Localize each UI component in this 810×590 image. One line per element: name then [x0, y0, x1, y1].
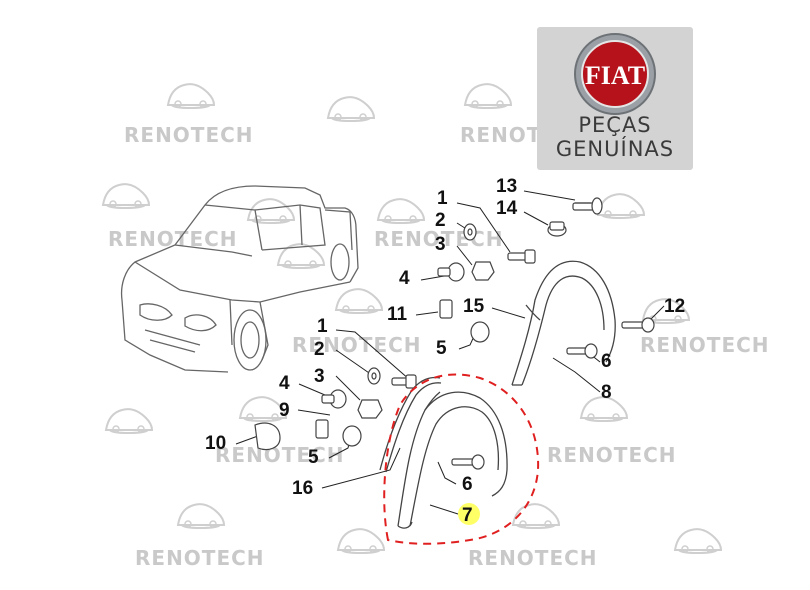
callout-label: 11: [387, 304, 408, 325]
highlight-marker: [458, 503, 480, 525]
watermark-text: RENOTECH: [374, 227, 504, 251]
callout-labels: 13 14 1 2 3 4 11 15 5 12 6 8 1 2 4 3 9 1…: [205, 176, 685, 526]
fasteners: [254, 197, 655, 470]
watermark-car-icon: [377, 198, 425, 224]
watermark-car-icon: [177, 503, 225, 529]
watermark-car-icon: [464, 83, 512, 109]
callout-label: 3: [435, 234, 446, 255]
highlighted-callout-label: 7: [462, 505, 473, 526]
wheel-arch-trim-7: [397, 391, 508, 529]
fender-liner-8: [511, 260, 616, 386]
bolt-1-icon: [391, 374, 417, 389]
callout-label: 15: [463, 296, 485, 317]
callout-label: 12: [664, 296, 685, 317]
callout-label: 5: [308, 447, 319, 468]
callout-label: 6: [601, 351, 612, 372]
callout-label: 4: [399, 268, 410, 289]
watermark-car-icon: [674, 528, 722, 554]
clip-10-icon: [254, 422, 281, 451]
watermark-car-icon: [335, 288, 383, 314]
clip-11-icon: [439, 299, 453, 319]
watermark-car-icon: [327, 96, 375, 122]
highlight-outline: [383, 373, 540, 545]
callout-label: 5: [436, 338, 447, 359]
watermark-text: RENOTECH: [215, 443, 345, 467]
brand-tagline-line1: PEÇAS: [578, 113, 652, 137]
watermark-car-icon: [105, 408, 153, 434]
callout-label: 1: [317, 316, 328, 337]
screw-12-icon: [621, 317, 655, 333]
plug-5-icon: [342, 425, 362, 447]
nut-3-icon: [471, 261, 495, 281]
washer-2-icon: [463, 223, 477, 241]
bolt-1-icon: [507, 249, 536, 264]
callout-label: 4: [279, 373, 290, 394]
watermark-text: RENOTECH: [124, 123, 254, 147]
clip-14-icon: [547, 221, 567, 237]
callout-label: 10: [205, 433, 226, 454]
callout-label: 6: [462, 474, 473, 495]
watermark-text: RENOTECH: [108, 227, 238, 251]
clip-9-icon: [315, 419, 329, 439]
callout-label: 14: [496, 198, 518, 219]
watermark-text: RENOTECH: [135, 546, 265, 570]
watermark-car-icon: [337, 528, 385, 554]
screw-6-icon: [566, 343, 598, 359]
washer-2-icon: [367, 367, 381, 385]
callout-label: 1: [437, 188, 448, 209]
screw-13-icon: [572, 197, 603, 215]
watermark-car-icon: [167, 83, 215, 109]
callout-label: 13: [496, 176, 517, 197]
watermark-text: RENOTECH: [292, 333, 422, 357]
callout-label: 9: [279, 400, 290, 421]
nut-3-icon: [357, 399, 383, 419]
vehicle-illustration: [120, 185, 359, 373]
watermark-text: RENOTECH: [547, 443, 677, 467]
callout-label: 16: [292, 478, 313, 499]
watermark-text: RENOTECH: [640, 333, 770, 357]
leader-lines: [235, 190, 665, 515]
callout-label: 2: [314, 339, 325, 360]
callout-label: 2: [435, 210, 446, 231]
push-pin-4-icon: [321, 389, 347, 409]
watermark-car-icon: [102, 183, 150, 209]
brand-tagline-line2: GENUÍNAS: [555, 137, 675, 161]
fiat-logo-icon: FIAT: [574, 33, 656, 115]
plug-5-icon: [470, 321, 490, 343]
callout-label: 8: [601, 382, 612, 403]
fiat-logo-text: FIAT: [585, 61, 645, 90]
watermark-car-icon: [512, 503, 560, 529]
screw-6-icon: [451, 454, 485, 470]
watermark-car-icon: [597, 193, 645, 219]
callout-label: 3: [314, 366, 325, 387]
push-pin-4-icon: [437, 262, 465, 282]
watermark-text: RENOTECH: [468, 546, 598, 570]
brand-badge: FIAT PEÇAS GENUÍNAS: [537, 27, 693, 170]
